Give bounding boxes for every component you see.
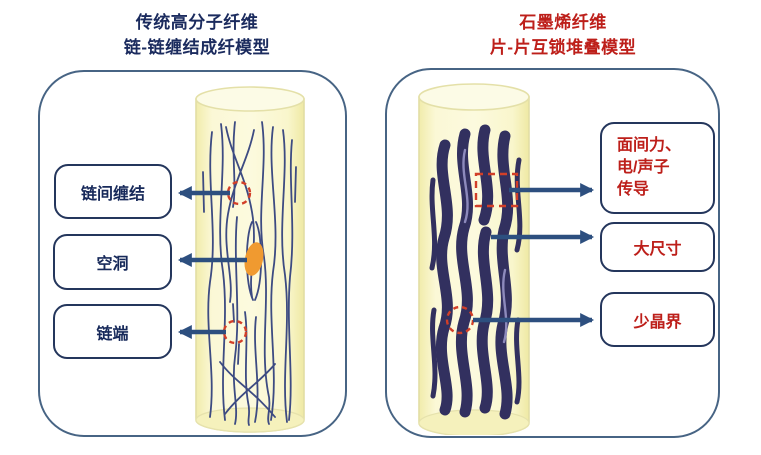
void-marker [244, 242, 264, 276]
right-arrows [473, 183, 595, 327]
entanglement-marker-circle [226, 180, 252, 206]
right-title: 石墨烯纤维 片-片互锁堆叠模型 [403, 11, 723, 60]
polymer-fiber-illustration [177, 86, 305, 433]
label-conduction-line3: 传导 [617, 181, 650, 199]
graphene-sheets [429, 124, 523, 420]
label-large-size-text: 大尺寸 [633, 241, 682, 258]
label-large-size: 大尺寸 [600, 222, 715, 272]
left-title: 传统高分子纤维 链-链缠结成纤模型 [37, 11, 357, 60]
label-chain-end-text: 链端 [96, 325, 129, 343]
label-few-grain-boundaries-text: 少晶界 [633, 313, 682, 331]
chain-end-marker-circle [222, 319, 248, 345]
right-title-line1: 石墨烯纤维 [519, 13, 607, 32]
label-conduction-line1: 面间力、 [617, 136, 682, 154]
graphene-fiber-illustration [418, 83, 595, 435]
label-conduction: 面间力、 电/声子 传导 [600, 122, 715, 214]
label-chain-end: 链端 [53, 304, 172, 359]
left-panel-polymer-fiber: 链间缠结 空洞 链端 [38, 70, 347, 437]
label-void: 空洞 [53, 234, 172, 290]
label-conduction-lines: 面间力、 电/声子 传导 [617, 135, 681, 201]
label-few-grain-boundaries: 少晶界 [600, 292, 715, 347]
label-entanglement-text: 链间缠结 [80, 185, 145, 203]
label-conduction-line2: 电/声子 [617, 158, 670, 176]
label-entanglement: 链间缠结 [54, 164, 172, 219]
right-title-line2: 片-片互锁堆叠模型 [489, 37, 637, 57]
left-title-line2: 链-链缠结成纤模型 [123, 37, 271, 57]
right-panel-graphene-fiber: 面间力、 电/声子 传导 大尺寸 少晶界 [385, 68, 720, 438]
left-arrows [177, 186, 247, 339]
label-void-text: 空洞 [96, 256, 129, 273]
left-title-line1: 传统高分子纤维 [135, 13, 259, 32]
